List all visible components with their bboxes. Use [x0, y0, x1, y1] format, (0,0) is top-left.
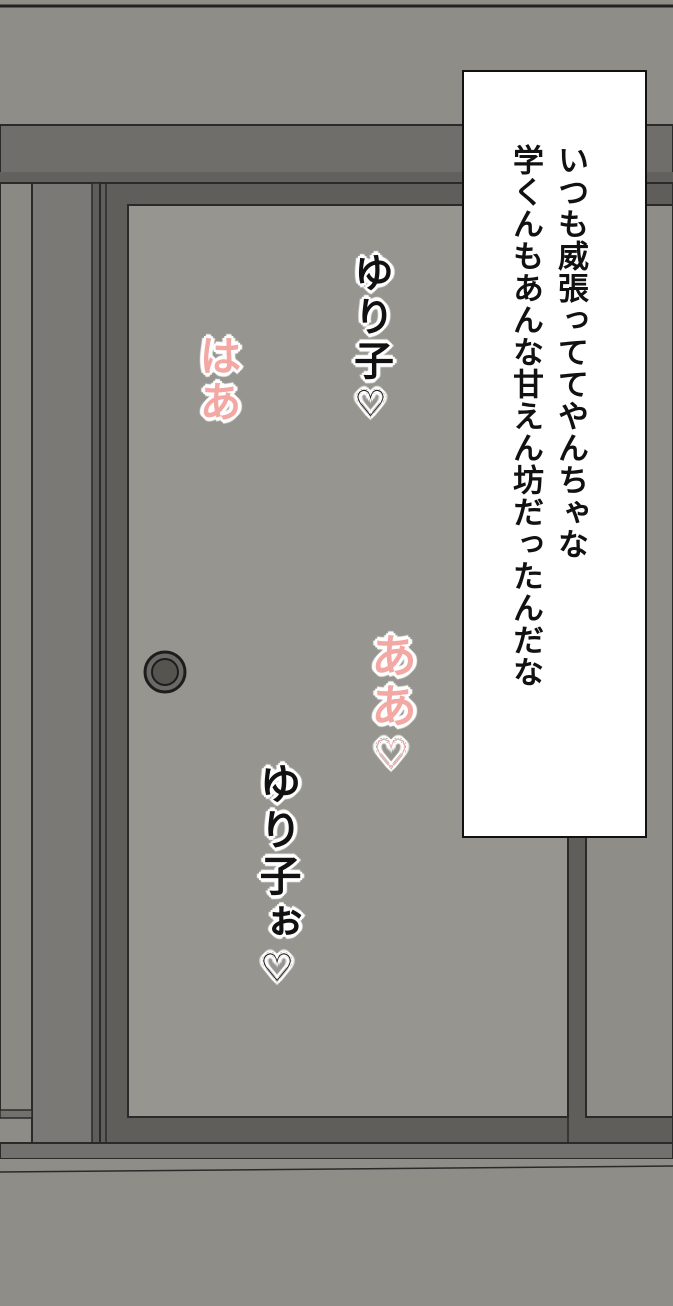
sfx-yuriko-1: ゆり子♡ [347, 252, 393, 425]
sfx-haa: はあ [193, 334, 242, 426]
sfx-yuriko-2: ゆり子ぉ♡ [253, 762, 302, 990]
sfx-yuriko-1-text: ゆり子 [347, 252, 393, 384]
sfx-aa: ああ♡ [364, 632, 418, 778]
sfx-yuriko-2-text: ゆり子ぉ [253, 762, 302, 946]
left-pillar [31, 182, 99, 1156]
floor [0, 1159, 673, 1306]
heart-icon: ♡ [255, 946, 299, 990]
caption-line-1: いつも威張っててやんちゃな [552, 144, 588, 560]
door-handle [143, 650, 187, 694]
caption-line-2: 学くんもあんな甘えん坊だったんだな [507, 144, 543, 688]
sfx-aa-text: ああ [364, 632, 418, 732]
floor-threshold [0, 1142, 673, 1160]
left-wall [0, 182, 33, 1114]
heart-icon: ♡ [368, 732, 414, 778]
heart-icon: ♡ [350, 384, 391, 425]
narration-caption-box: いつも威張っててやんちゃな 学くんもあんな甘えん坊だったんだな [462, 70, 647, 838]
